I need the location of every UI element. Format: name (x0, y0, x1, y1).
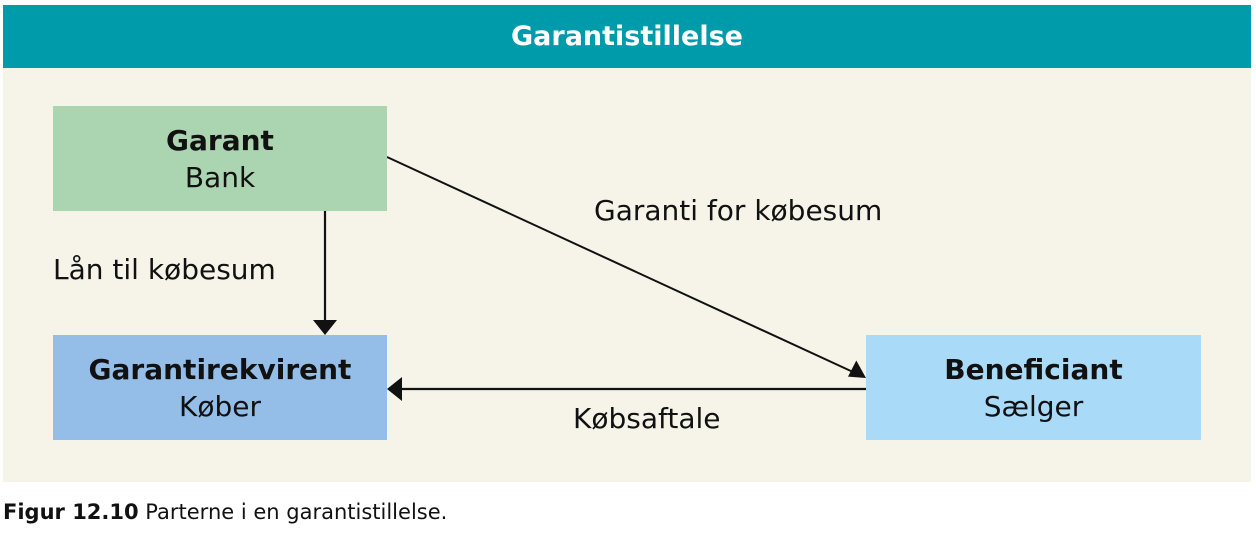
arrows-layer (313, 156, 866, 401)
arrow-kobsaftale (387, 377, 866, 401)
node-garantirekvirent: Garantirekvirent Køber (53, 335, 387, 440)
node-garantirekvirent-subtitle: Køber (178, 389, 261, 423)
edge-label-garanti: Garanti for købesum (594, 194, 883, 227)
caption-label: Figur 12.10 (3, 500, 139, 524)
node-beneficiant: Beneficiant Sælger (866, 335, 1201, 440)
node-garant-subtitle: Bank (184, 160, 256, 194)
header-title: Garantistillelse (511, 21, 743, 52)
edge-label-kobsaftale: Købsaftale (573, 402, 721, 435)
node-beneficiant-title: Beneficiant (944, 352, 1123, 386)
node-garant: Garant Bank (53, 106, 387, 211)
node-garant-title: Garant (166, 123, 274, 157)
node-garantirekvirent-title: Garantirekvirent (88, 352, 352, 386)
diagram-header: Garantistillelse (3, 5, 1251, 68)
edge-label-laan: Lån til købesum (53, 253, 276, 286)
arrow-laan (313, 211, 337, 335)
diagram-figure: Garantistillelse Garant Bank Garantirekv… (3, 5, 1251, 482)
figure-caption: Figur 12.10 Parterne i en garantistillel… (3, 500, 447, 524)
node-beneficiant-subtitle: Sælger (983, 389, 1084, 423)
caption-text: Parterne i en garantistillelse. (138, 500, 448, 524)
arrow-garanti (386, 156, 866, 378)
